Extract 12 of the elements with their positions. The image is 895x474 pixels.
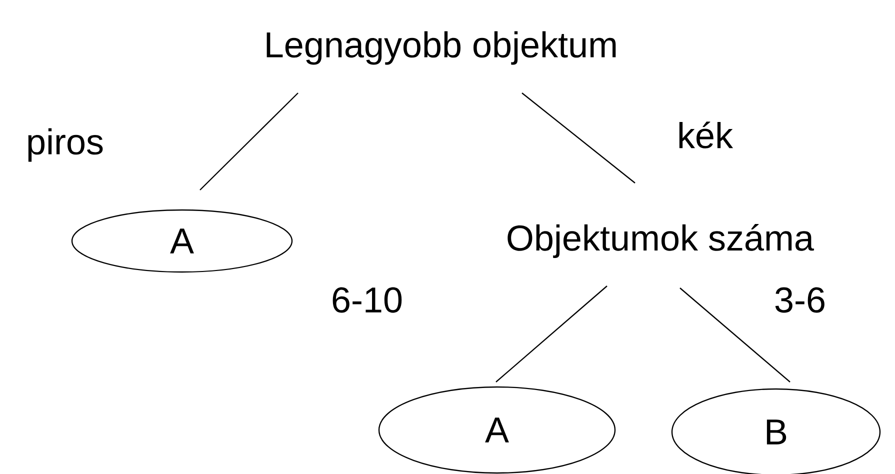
edge-label: 3-6 [772,286,827,314]
line [522,92,636,184]
node-text: Objektumok száma [508,224,814,258]
edge-label: piros [25,127,106,163]
ellipse-node: A [378,386,616,474]
line [680,288,790,382]
ellipse-node: A [71,209,293,273]
edge-label: kék [676,120,734,150]
line [200,92,298,190]
line [496,286,608,382]
node-text: Legnagyobb objektum [266,31,616,65]
edge-label: 6-10 [330,286,404,314]
